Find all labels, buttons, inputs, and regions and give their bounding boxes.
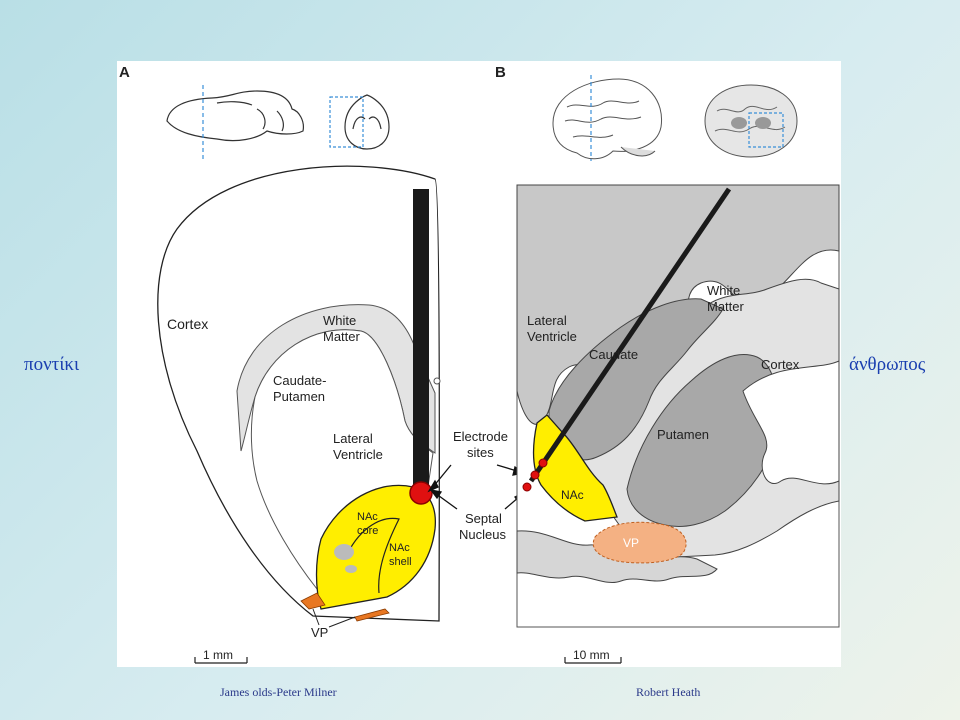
credit-left: James olds-Peter Milner <box>220 685 337 699</box>
rat-white-matter-label-1: White <box>323 313 356 328</box>
rat-nac-core-boundary <box>344 517 400 594</box>
rat-white-matter-label-2: Matter <box>323 329 361 344</box>
rat-lateral-label-1: Lateral <box>333 431 373 446</box>
rat-cortex-label: Cortex <box>167 316 208 332</box>
electrode-label-1: Electrode <box>453 429 508 444</box>
human-scale-bar <box>564 657 622 664</box>
human-caudate <box>548 298 724 461</box>
rat-scale-bar <box>194 657 248 664</box>
human-nac-label: NAc <box>561 488 584 502</box>
human-scale-label: 10 mm <box>573 648 610 662</box>
human-label: άνθρωπος <box>849 354 926 375</box>
rat-sagittal-thumbnail <box>166 90 304 142</box>
panel-a-letter: A <box>119 64 130 81</box>
mouse-label: ποντίκι <box>24 354 80 375</box>
rat-caudate-label-2: Putamen <box>273 389 325 404</box>
brain-diagram: A Cortex White Matter Caudate- Putamen L… <box>119 64 840 664</box>
human-coronal-thumbnail <box>704 84 798 158</box>
human-vp <box>592 521 687 564</box>
rat-nac-shell-label-2: shell <box>389 556 412 568</box>
human-putamen-label: Putamen <box>657 427 709 442</box>
human-cortex-label: Cortex <box>761 357 800 372</box>
rat-scale-label: 1 mm <box>203 648 233 662</box>
rat-vp-label: VP <box>311 625 328 640</box>
human-electrode-site-1 <box>538 458 548 468</box>
rat-electrode-site <box>409 481 433 505</box>
human-electrode-site-3 <box>522 482 532 492</box>
human-vp-label: VP <box>623 536 639 550</box>
rat-vp-1 <box>300 592 326 610</box>
electrode-label-2: sites <box>467 445 494 460</box>
rat-vp-pointer-2 <box>328 616 356 628</box>
rat-electrode <box>413 189 429 489</box>
human-electrode-site-2 <box>530 470 540 480</box>
septal-label-2: Nucleus <box>459 527 506 542</box>
rat-nac-core-label-2: core <box>357 525 378 537</box>
rat-coronal-thumbnail <box>329 94 390 150</box>
rat-vp-2 <box>354 608 390 622</box>
human-white-matter-label-1: White <box>707 283 740 298</box>
human-cortex-folds <box>742 360 840 485</box>
panel-b-letter: B <box>495 64 506 81</box>
rat-nac-shell-label-1: NAc <box>389 542 410 554</box>
pointer-arrows <box>427 464 525 510</box>
human-lateral-thumbnail <box>552 78 663 160</box>
human-white-matter-label-2: Matter <box>707 299 745 314</box>
credit-right: Robert Heath <box>636 685 701 699</box>
human-lateral-label-1: Lateral <box>527 313 567 328</box>
rat-midline-dot <box>433 377 441 385</box>
rat-nac-core-label-1: NAc <box>357 511 378 523</box>
human-electrode <box>528 187 732 483</box>
rat-nac-core-spot-2 <box>345 565 357 573</box>
human-caudate-label: Caudate <box>589 347 638 362</box>
rat-vp-pointer-1 <box>312 608 320 626</box>
septal-label-1: Septal <box>465 511 502 526</box>
rat-caudate-label-1: Caudate- <box>273 373 326 388</box>
human-lateral-label-2: Ventricle <box>527 329 577 344</box>
figure-panel: A Cortex White Matter Caudate- Putamen L… <box>117 61 841 667</box>
rat-nac-core-spot <box>334 544 354 560</box>
rat-lateral-label-2: Ventricle <box>333 447 383 462</box>
